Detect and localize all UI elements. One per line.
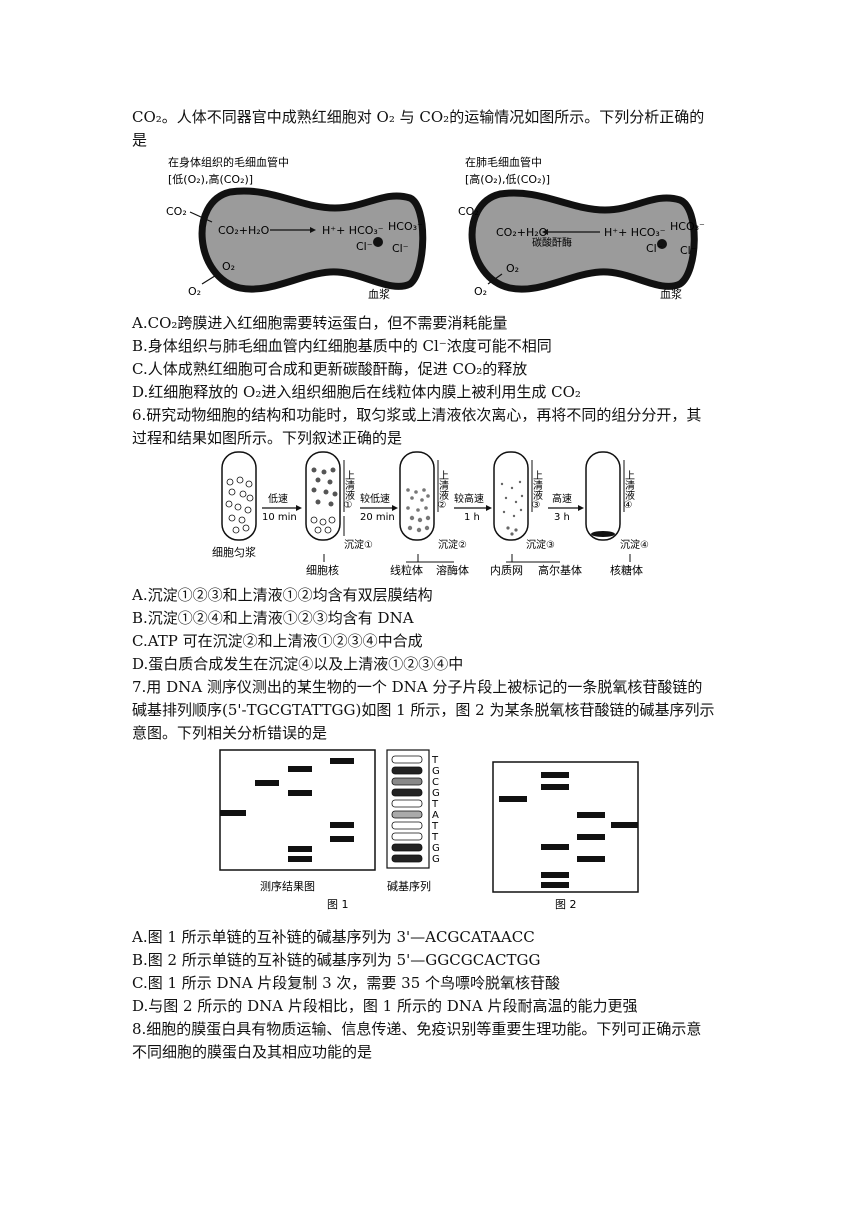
- left-o2-in: O₂: [222, 260, 235, 273]
- right-cl-out: Cl⁻: [680, 244, 697, 257]
- q5-option-a: A.CO₂跨膜进入红细胞需要转运蛋白，但不需要消耗能量: [132, 314, 508, 332]
- fig1-label: 图 1: [327, 898, 349, 911]
- q7-option-b: B.图 2 所示单链的互补链的碱基序列为 5'—GGCGCACTGG: [132, 951, 541, 969]
- product-golgi: 高尔基体: [538, 563, 582, 577]
- left-cell-shape: [198, 187, 427, 293]
- q5-stem-line1: CO₂。人体不同器官中成熟红细胞对 O₂ 与 CO₂的运输情况如图所示。下列分析…: [132, 108, 705, 126]
- step4-speed: 高速: [552, 492, 572, 505]
- rbc-left: 在身体组织的毛细血管中 [低(O₂),高(CO₂)] CO₂ CO₂+H₂O H…: [166, 155, 427, 301]
- right-cell-shape: [468, 189, 698, 293]
- product-er: 内质网: [490, 563, 523, 577]
- sediment-4: 沉淀④: [620, 538, 649, 551]
- left-exchanger: [373, 237, 383, 247]
- q6-stem-line1: 6.研究动物细胞的结构和功能时，取匀浆或上清液依次离心，再将不同的组分分开，其: [132, 406, 702, 424]
- sediment-3: 沉淀③: [526, 538, 555, 551]
- step2-time: 20 min: [360, 512, 395, 523]
- base-letter: T: [431, 832, 439, 843]
- q7-option-d: D.与图 2 所示的 DNA 片段相比，图 1 所示的 DNA 片段耐高温的能力…: [132, 997, 638, 1015]
- tube-2: [399, 451, 435, 541]
- step1-speed: 低速: [268, 492, 288, 505]
- left-reaction: CO₂+H₂O: [218, 224, 270, 237]
- base-letter: C: [432, 777, 439, 788]
- left-hco3: HCO₃⁻: [388, 220, 423, 233]
- left-title: 在身体组织的毛细血管中: [168, 155, 289, 169]
- right-exchanger: [657, 239, 667, 249]
- product-nucleus: 细胞核: [306, 563, 339, 577]
- right-reaction: CO₂+H₂O: [496, 226, 548, 239]
- q5-option-d: D.红细胞释放的 O₂进入组织细胞后在线粒体内膜上被利用生成 CO₂: [132, 383, 581, 401]
- tube-1: [305, 451, 341, 541]
- right-products: H⁺+ HCO₃⁻: [604, 226, 666, 239]
- step3-time: 1 h: [464, 512, 480, 523]
- dna-sequencing-figure: 测序结果图 T G C G T A T T G G 碱基序列 图 1: [219, 749, 639, 911]
- right-cl-in: Cl⁻: [646, 242, 663, 255]
- step2-speed: 较低速: [360, 492, 390, 505]
- supernatant-3: 上清液③: [531, 470, 543, 511]
- q7-option-c: C.图 1 所示 DNA 片段复制 3 次，需要 35 个鸟嘌呤脱氧核苷酸: [132, 974, 561, 992]
- fig1-result-label: 测序结果图: [260, 879, 315, 893]
- step4-time: 3 h: [554, 512, 570, 523]
- tube-3: [493, 451, 529, 541]
- right-o2-in: O₂: [506, 262, 519, 275]
- q6-option-a: A.沉淀①②③和上清液①②均含有双层膜结构: [132, 586, 433, 604]
- left-co2: CO₂: [166, 205, 187, 218]
- q7-stem-line3: 意图。下列相关分析错误的是: [132, 724, 328, 742]
- tube-homogenate: [221, 451, 257, 541]
- q8-stem-line2: 不同细胞的膜蛋白及其相应功能的是: [132, 1043, 373, 1061]
- q7-stem-line2: 碱基排列顺序(5'-TGCGTATTGG)如图 1 所示，图 2 为某条脱氧核苷…: [132, 701, 715, 719]
- right-condition: [高(O₂),低(CO₂)]: [465, 172, 550, 186]
- q5-option-b: B.身体组织与肺毛细血管内红细胞基质中的 Cl⁻浓度可能不相同: [132, 337, 552, 355]
- right-enzyme: 碳酸酐酶: [532, 236, 572, 249]
- q5-stem-line2: 是: [132, 131, 148, 149]
- rbc-right: 在肺毛细血管中 [高(O₂),低(CO₂)] CO₂ CO₂+H₂O 碳酸酐酶 …: [458, 155, 705, 301]
- left-cl-out: Cl⁻: [392, 242, 409, 255]
- fig1-bands: [220, 758, 354, 862]
- label-homogenate: 细胞匀浆: [212, 545, 256, 559]
- base-letter: G: [432, 854, 440, 865]
- left-o2-out: O₂: [188, 285, 201, 298]
- left-plasma: 血浆: [368, 287, 390, 301]
- q6-option-b: B.沉淀①②④和上清液①②③均含有 DNA: [132, 609, 414, 627]
- base-letter: G: [432, 766, 440, 777]
- base-letter: G: [432, 788, 440, 799]
- base-sequence-label: 碱基序列: [387, 879, 431, 893]
- rbc-figure: 在身体组织的毛细血管中 [低(O₂),高(CO₂)] CO₂ CO₂+H₂O H…: [166, 155, 705, 301]
- product-ribosome: 核糖体: [610, 563, 643, 577]
- base-letter: T: [431, 755, 439, 766]
- base-letter: A: [432, 810, 439, 821]
- fig2-bands: [499, 772, 638, 888]
- right-hco3: HCO₃⁻: [670, 220, 705, 233]
- base-letter: T: [431, 821, 439, 832]
- q6-stem-line2: 过程和结果如图所示。下列叙述正确的是: [132, 429, 403, 447]
- right-co2: CO₂: [458, 205, 479, 218]
- product-lysosome: 溶酶体: [436, 563, 469, 577]
- step3-speed: 较高速: [454, 492, 484, 505]
- fig2-label: 图 2: [555, 898, 577, 911]
- q7-option-a: A.图 1 所示单链的互补链的碱基序列为 3'—ACGCATAACC: [132, 928, 535, 946]
- q7-stem-line1: 7.用 DNA 测序仪测出的某生物的一个 DNA 分子片段上被标记的一条脱氧核苷…: [132, 678, 703, 696]
- supernatant-1: 上清液①: [343, 470, 355, 511]
- centrifuge-figure: 细胞匀浆 低速 10 min 上清液① 沉淀① 较低速 20 min 上清液② …: [212, 451, 649, 577]
- left-cl-in: Cl⁻: [356, 240, 373, 253]
- sediment-1: 沉淀①: [344, 538, 373, 551]
- q8-stem-line1: 8.细胞的膜蛋白具有物质运输、信息传递、免疫识别等重要生理功能。下列可正确示意: [132, 1020, 702, 1038]
- right-title: 在肺毛细血管中: [465, 155, 542, 169]
- base-letters: T G C G T A T T G G: [431, 755, 440, 865]
- supernatant-4: 上清液④: [623, 470, 635, 511]
- q6-option-d: D.蛋白质合成发生在沉淀④以及上清液①②③④中: [132, 655, 464, 673]
- product-mitochondria: 线粒体: [390, 563, 423, 577]
- supernatant-2: 上清液②: [437, 470, 449, 511]
- right-plasma: 血浆: [660, 287, 682, 301]
- left-products: H⁺+ HCO₃⁻: [322, 224, 384, 237]
- sediment-2: 沉淀②: [438, 538, 467, 551]
- step1-time: 10 min: [262, 512, 297, 523]
- q5-option-c: C.人体成熟红细胞可合成和更新碳酸酐酶，促进 CO₂的释放: [132, 360, 528, 378]
- base-letter: T: [431, 799, 439, 810]
- left-condition: [低(O₂),高(CO₂)]: [168, 172, 253, 186]
- q6-option-c: C.ATP 可在沉淀②和上清液①②③④中合成: [132, 632, 423, 650]
- base-letter: G: [432, 843, 440, 854]
- tube-4: [585, 451, 621, 541]
- right-o2-out: O₂: [474, 285, 487, 298]
